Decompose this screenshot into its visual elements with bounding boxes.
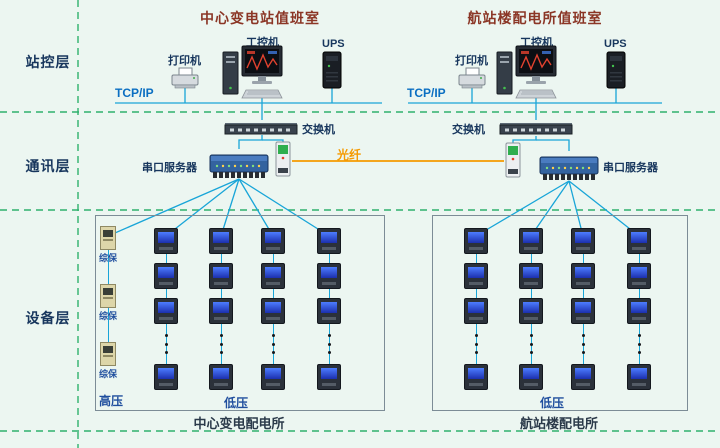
power-meter-icon xyxy=(317,263,341,289)
power-meter-icon xyxy=(154,298,178,324)
right-tcpip-label: TCP/IP xyxy=(407,86,446,100)
protection-label: 综保 xyxy=(99,253,118,263)
power-meter-icon xyxy=(464,364,488,390)
meter-column xyxy=(519,228,543,390)
right-lv-label: 低压 xyxy=(540,396,565,410)
left-ups-label: UPS xyxy=(322,38,345,50)
left-serial-server-label: 串口服务器 xyxy=(142,162,197,174)
power-meter-icon xyxy=(317,298,341,324)
left-box-caption: 中心变电配电所 xyxy=(193,416,285,431)
power-meter-icon xyxy=(627,298,651,324)
power-meter-icon xyxy=(627,263,651,289)
meter-column xyxy=(571,228,595,390)
right-switch-label: 交换机 xyxy=(452,124,485,136)
ellipsis-icon xyxy=(327,333,331,355)
printer-icon xyxy=(457,66,487,90)
serial-server-icon xyxy=(539,150,599,182)
right-serial-server-label: 串口服务器 xyxy=(603,162,658,174)
power-meter-icon xyxy=(464,298,488,324)
ellipsis-icon xyxy=(164,333,168,355)
left-lv-label: 低压 xyxy=(224,396,249,410)
meter-column xyxy=(209,228,233,390)
layer-label-station: 站控层 xyxy=(25,54,71,70)
power-meter-icon xyxy=(209,364,233,390)
power-meter-icon xyxy=(627,228,651,254)
right-printer-label: 打印机 xyxy=(455,55,488,67)
meter-column xyxy=(261,228,285,390)
layer-label-device: 设备层 xyxy=(25,310,71,326)
protection-device: 综保 xyxy=(99,284,118,322)
right-ups-label: UPS xyxy=(604,38,627,50)
switch-icon xyxy=(224,120,298,136)
protection-relay-icon xyxy=(100,226,116,250)
switch-icon xyxy=(499,120,573,136)
protection-label: 综保 xyxy=(99,311,118,321)
protection-device-column: 综保 综保 综保 xyxy=(99,226,118,380)
left-tcpip-label: TCP/IP xyxy=(115,86,154,100)
power-meter-icon xyxy=(154,263,178,289)
power-meter-icon xyxy=(519,298,543,324)
printer-icon xyxy=(170,66,200,90)
power-meter-icon xyxy=(571,364,595,390)
meter-column xyxy=(464,228,488,390)
ellipsis-icon xyxy=(219,333,223,355)
protection-label: 综保 xyxy=(99,369,118,379)
network-lines xyxy=(107,88,662,237)
right-box-caption: 航站楼配电所 xyxy=(519,416,598,431)
fiber-label: 光纤 xyxy=(337,148,362,162)
ellipsis-icon xyxy=(637,333,641,355)
ups-icon xyxy=(320,50,344,90)
serial-server-icon xyxy=(209,148,269,180)
protection-device: 综保 xyxy=(99,226,118,264)
power-meter-icon xyxy=(261,263,285,289)
ellipsis-icon xyxy=(581,333,585,355)
right-device-box xyxy=(432,215,688,411)
left-device-box xyxy=(95,215,385,411)
meter-column xyxy=(317,228,341,390)
left-room-title: 中心变电站值班室 xyxy=(200,10,320,26)
layer-label-comm: 通讯层 xyxy=(25,158,71,174)
fiber-converter-icon xyxy=(274,141,292,177)
power-meter-icon xyxy=(464,228,488,254)
power-meter-icon xyxy=(317,228,341,254)
power-meter-icon xyxy=(154,228,178,254)
ellipsis-icon xyxy=(271,333,275,355)
industrial-pc-icon xyxy=(496,44,558,102)
power-meter-icon xyxy=(209,298,233,324)
power-meter-icon xyxy=(261,228,285,254)
power-meter-icon xyxy=(154,364,178,390)
ellipsis-icon xyxy=(474,333,478,355)
power-meter-icon xyxy=(261,298,285,324)
left-hv-label: 高压 xyxy=(99,394,124,408)
protection-relay-icon xyxy=(100,342,116,366)
left-switch-label: 交换机 xyxy=(302,124,335,136)
power-meter-icon xyxy=(261,364,285,390)
power-meter-icon xyxy=(317,364,341,390)
ups-icon xyxy=(604,50,628,90)
ellipsis-icon xyxy=(529,333,533,355)
protection-relay-icon xyxy=(100,284,116,308)
fiber-converter-icon xyxy=(504,142,522,178)
meter-column xyxy=(627,228,651,390)
left-printer-label: 打印机 xyxy=(168,55,201,67)
meter-column xyxy=(154,228,178,390)
right-room-title: 航站楼配电所值班室 xyxy=(467,10,603,26)
power-meter-icon xyxy=(209,228,233,254)
power-meter-icon xyxy=(209,263,233,289)
power-meter-icon xyxy=(627,364,651,390)
power-meter-icon xyxy=(519,228,543,254)
power-meter-icon xyxy=(571,228,595,254)
power-meter-icon xyxy=(519,263,543,289)
power-meter-icon xyxy=(464,263,488,289)
power-meter-icon xyxy=(571,298,595,324)
power-meter-icon xyxy=(571,263,595,289)
power-meter-icon xyxy=(519,364,543,390)
industrial-pc-icon xyxy=(222,44,284,102)
protection-device: 综保 xyxy=(99,342,118,380)
